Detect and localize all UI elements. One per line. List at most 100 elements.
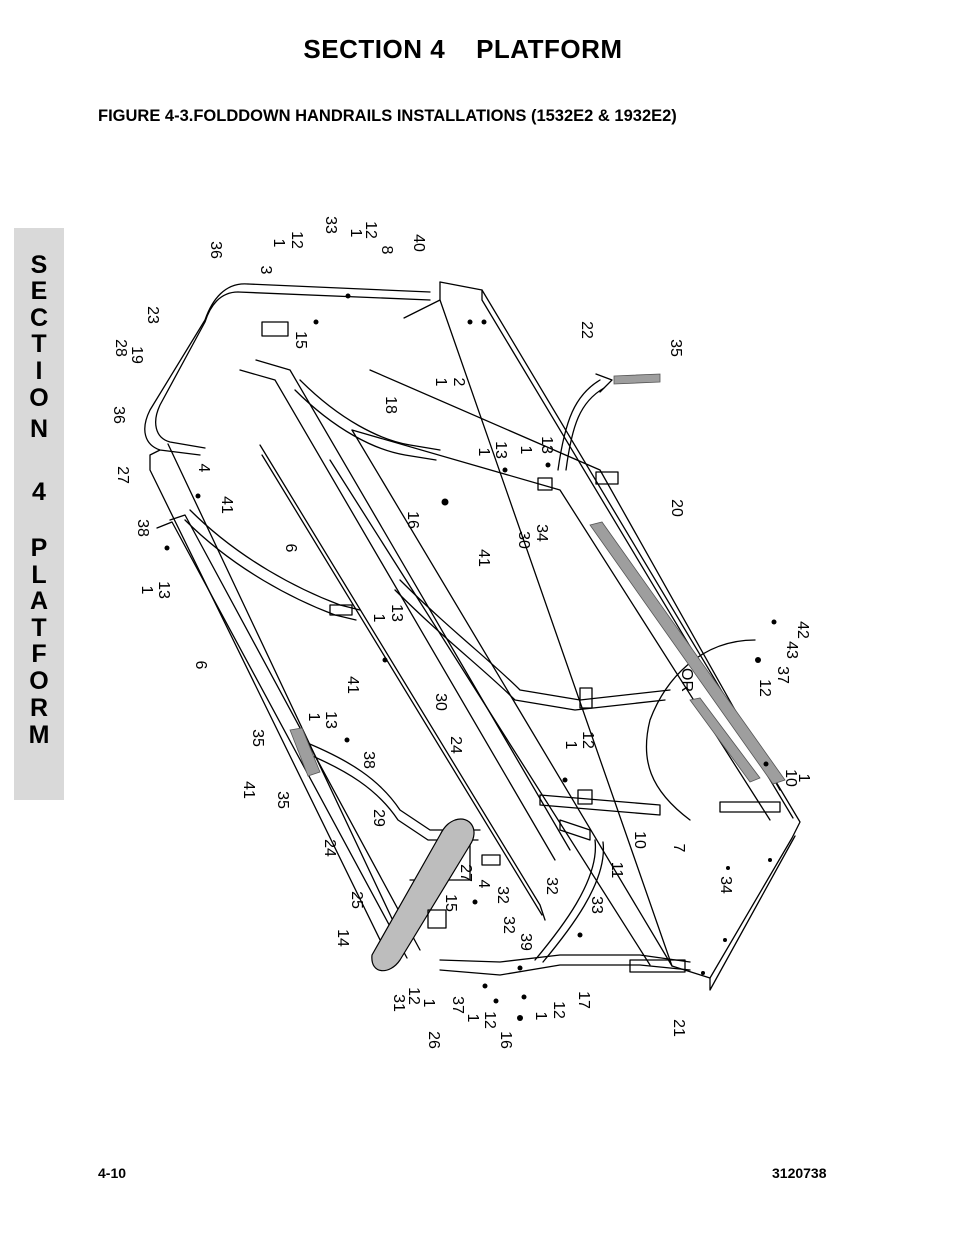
document-number: 3120738	[772, 1165, 827, 1181]
callout-number: 2	[450, 378, 467, 387]
callout-number: 1	[432, 378, 449, 387]
callout-number: 40	[410, 234, 427, 252]
callout-number: 1	[532, 1012, 549, 1021]
section-title: SECTION 4 PLATFORM	[303, 34, 623, 64]
callout-number: 12	[579, 731, 596, 749]
callout-number: 22	[578, 321, 595, 339]
callout-number: 34	[717, 876, 734, 894]
fastener-marks	[164, 293, 777, 1021]
callout-number: 35	[667, 339, 684, 357]
callout-number: 41	[218, 496, 235, 514]
callout-number: 1	[138, 586, 155, 595]
side-tab-letter: I	[35, 357, 43, 385]
callout-number: 1	[305, 713, 322, 722]
callout-number: 1	[517, 446, 534, 455]
side-tab-letter: L	[31, 561, 47, 589]
anti-slip-strips	[289, 373, 786, 785]
callout-number: 14	[334, 929, 351, 947]
callout-number: 6	[282, 544, 299, 553]
callout-number: 36	[110, 406, 127, 424]
callout-number: 43	[783, 641, 800, 659]
side-tab-letter: O	[29, 384, 49, 412]
page-number: 4-10	[98, 1165, 127, 1181]
callout-number: 15	[292, 331, 309, 349]
callout-number: 1	[795, 774, 812, 783]
callout-number: 35	[249, 729, 266, 747]
callout-number: 13	[322, 711, 339, 729]
callout-number: 24	[447, 736, 464, 754]
callout-number: 1	[370, 614, 387, 623]
callout-number: 41	[475, 549, 492, 567]
callout-number: 1	[270, 239, 287, 248]
callout-number: 13	[492, 441, 509, 459]
callout-number: 12	[756, 679, 773, 697]
callout-number: 4	[195, 464, 212, 473]
callout-number: 30	[432, 693, 449, 711]
callout-number: 37	[449, 996, 466, 1014]
callout-number: 1	[420, 999, 437, 1008]
callout-number: 15	[442, 894, 459, 912]
callout-number: 25	[348, 891, 365, 909]
callout-number: 32	[500, 916, 517, 934]
callout-number: 41	[240, 781, 257, 799]
callout-number: 13	[388, 604, 405, 622]
callout-number: 30	[515, 531, 532, 549]
callout-number: 27	[457, 864, 474, 882]
callout-number: 37	[774, 666, 791, 684]
callout-number: 16	[497, 1031, 514, 1049]
callout-number: 35	[274, 791, 291, 809]
callout-number: 32	[543, 877, 560, 895]
side-tab-letter: M	[28, 721, 50, 749]
callout-number: 23	[144, 306, 161, 324]
callout-number: 42	[794, 621, 811, 639]
side-tab-letter: C	[29, 304, 49, 332]
callout-number: 18	[382, 396, 399, 414]
callout-number: 13	[538, 436, 555, 454]
callout-number: 31	[390, 994, 407, 1012]
callout-number: 39	[517, 933, 534, 951]
figure-title: FIGURE 4-3.FOLDDOWN HANDRAILS INSTALLATI…	[98, 107, 677, 125]
callout-number: 38	[360, 751, 377, 769]
side-tab-letter: R	[29, 694, 49, 722]
callout-number: 36	[207, 241, 224, 259]
side-tab-letter: N	[29, 415, 49, 443]
callout-number: 24	[321, 839, 338, 857]
side-tab-letter: T	[31, 330, 47, 358]
side-tab-letter: O	[29, 667, 49, 695]
callout-number: 12	[362, 221, 379, 239]
callout-number: 12	[405, 987, 422, 1005]
callout-number: 6	[192, 661, 209, 670]
side-tab-letter: F	[31, 640, 47, 668]
callout-number: 8	[378, 246, 395, 255]
callout-number: 4	[475, 880, 492, 889]
callout-number: OR	[678, 668, 695, 692]
side-tab-letter: S	[30, 251, 48, 279]
callout-number: 1	[562, 741, 579, 750]
side-tab-letter: A	[29, 587, 49, 615]
callout-number: 33	[588, 896, 605, 914]
callout-number: 33	[322, 216, 339, 234]
side-tab-letter: E	[30, 277, 48, 305]
side-tab-letter: P	[30, 534, 48, 562]
callout-number: 20	[668, 499, 685, 517]
callout-number: 1	[347, 229, 364, 238]
callout-number: 12	[288, 231, 305, 249]
callout-number: 19	[128, 346, 145, 364]
callout-number: 3	[257, 266, 274, 275]
diagram-linework	[144, 281, 801, 991]
callout-number: 12	[550, 1001, 567, 1019]
side-tab-letter: 4	[32, 478, 46, 506]
callout-number: 26	[425, 1031, 442, 1049]
callout-number: 27	[114, 466, 131, 484]
callout-number: 7	[670, 844, 687, 853]
callout-number: 12	[481, 1011, 498, 1029]
callout-number: 29	[370, 809, 387, 827]
callout-number: 1	[475, 448, 492, 457]
callout-number: 17	[575, 991, 592, 1009]
callout-number: 16	[404, 511, 421, 529]
callout-number: 1	[464, 1014, 481, 1023]
callout-number: 10	[782, 769, 799, 787]
